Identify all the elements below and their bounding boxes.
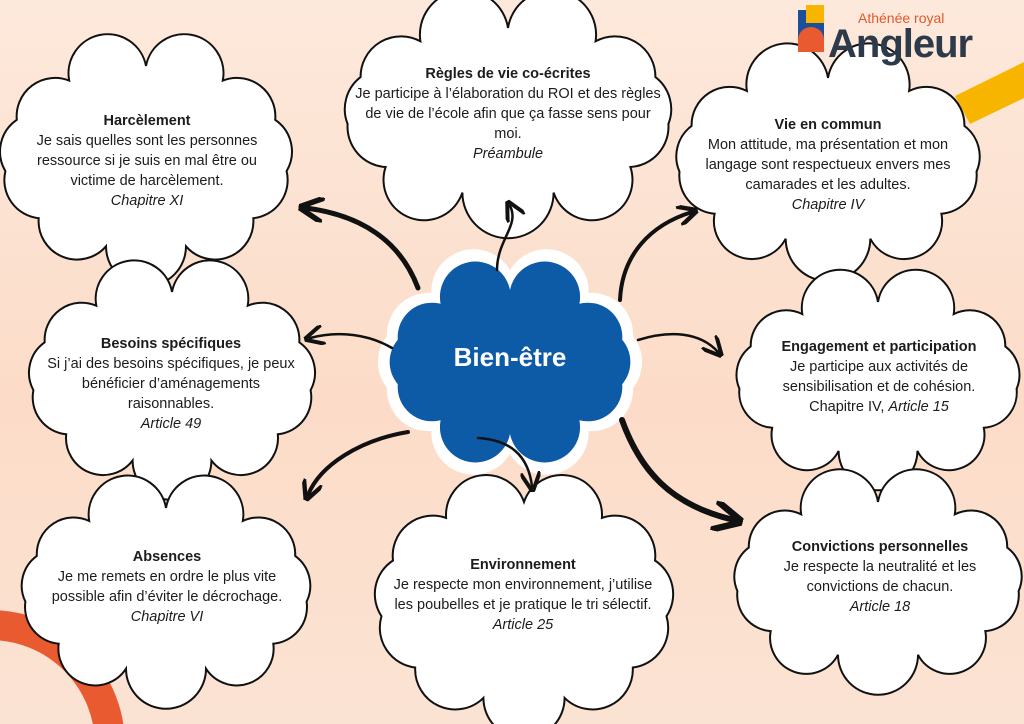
center-label: Bien-être [453, 342, 567, 372]
node-vie-en-commun: Vie en commun Mon attitude, ma présentat… [690, 115, 966, 215]
cloud-environnement [373, 474, 675, 724]
node-title: Règles de vie co-écrites [425, 66, 591, 82]
node-text: Je respecte mon environnement, j’utilise… [393, 577, 653, 613]
arrow-to-besoins [310, 334, 394, 350]
node-text: Je me remets en ordre le plus vite possi… [51, 569, 283, 605]
node-text: Je respecte la neutralité et les convict… [783, 559, 977, 595]
node-engagement-participation: Engagement et participation Je participe… [752, 337, 1006, 417]
yellow-stripe-decoration [955, 62, 1024, 124]
arrow-to-regles [495, 206, 513, 272]
connector-arrows [306, 206, 734, 520]
node-reference: Chapitre VI [130, 609, 204, 625]
school-logo: Athénée royal Angleur [796, 4, 1006, 66]
node-absences: Absences Je me remets en ordre le plus v… [36, 547, 298, 627]
node-title: Harcèlement [103, 113, 191, 129]
logo-subtitle: Athénée royal [858, 10, 945, 26]
arrow-to-absences [308, 430, 410, 495]
node-title: Convictions personnelles [791, 539, 969, 555]
node-title: Engagement et participation [781, 339, 977, 355]
school-logo-mark [798, 5, 824, 52]
node-environnement: Environnement Je respecte mon environnem… [392, 555, 654, 635]
logo-title: Angleur [828, 22, 973, 66]
node-title: Environnement [470, 557, 576, 573]
cloud-convictions [733, 468, 1023, 696]
node-reference: Article 49 [140, 416, 202, 432]
arrow-to-environnement [476, 436, 532, 486]
node-text: Je sais quelles sont les personnes resso… [36, 133, 258, 189]
node-besoins-specifiques: Besoins spécifiques Si j’ai des besoins … [40, 334, 302, 434]
node-reference: Préambule [472, 146, 544, 162]
cloud-absences [20, 474, 312, 710]
node-reference: Chapitre IV [791, 197, 865, 213]
node-convictions-personnelles: Convictions personnelles Je respecte la … [758, 537, 1002, 617]
arrow-to-convictions [619, 417, 734, 520]
node-text: Je participe à l’élaboration du ROI et d… [355, 86, 661, 142]
center-cloud [389, 261, 631, 463]
node-reference: Chapitre IV, Article 15 [809, 399, 949, 415]
node-reference: Article 25 [492, 617, 554, 633]
cloud-engagement [735, 268, 1021, 492]
cloud-regles-de-vie [343, 0, 673, 240]
node-reference: Article 18 [849, 599, 911, 615]
node-text: Mon attitude, ma présentation et mon lan… [705, 137, 951, 193]
arrow-to-engagement [636, 332, 718, 352]
node-title: Absences [132, 549, 202, 565]
node-title: Besoins spécifiques [100, 336, 242, 352]
node-regles-de-vie: Règles de vie co-écrites Je participe à … [352, 64, 664, 164]
node-harcelement: Harcèlement Je sais quelles sont les per… [16, 111, 278, 211]
arrow-to-vie-commun [618, 212, 692, 302]
arrow-to-harcelement [306, 208, 421, 291]
node-title: Vie en commun [774, 117, 882, 133]
node-text: Si j’ai des besoins spécifiques, je peux… [47, 356, 295, 412]
node-reference: Chapitre XI [110, 193, 184, 209]
node-text: Je participe aux activités de sensibilis… [782, 359, 976, 395]
